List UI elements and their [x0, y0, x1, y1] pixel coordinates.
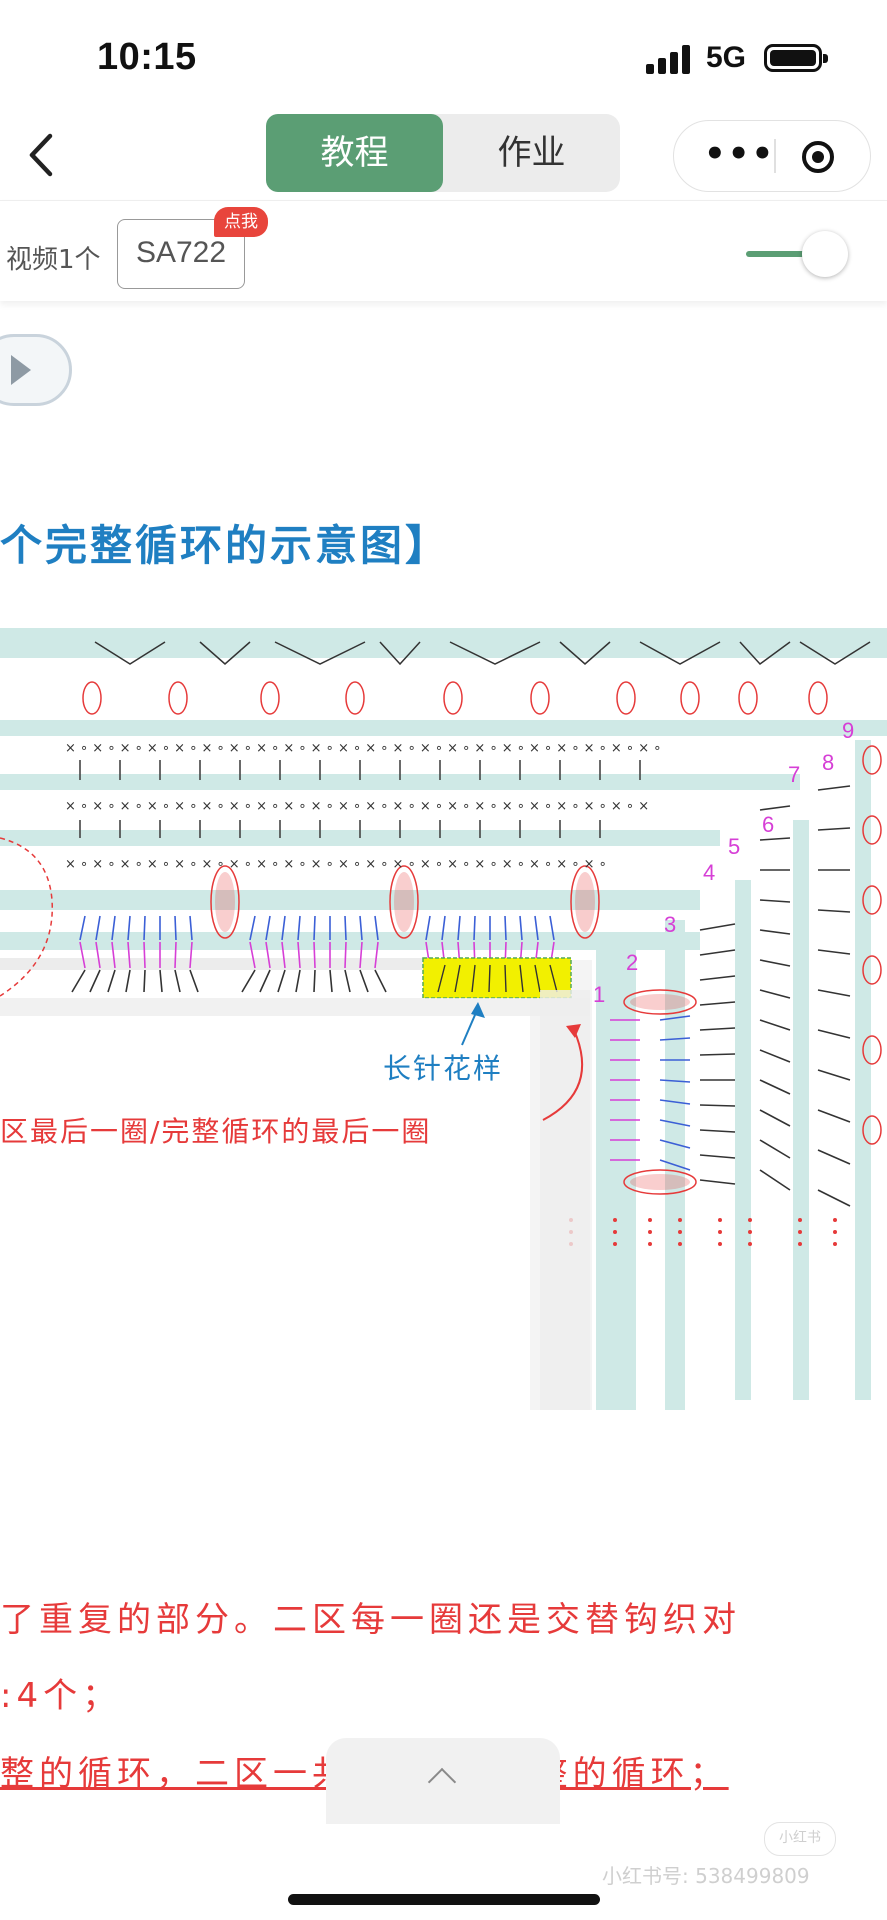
battery-icon — [764, 44, 828, 72]
tap-me-badge: 点我 — [214, 207, 268, 237]
chevron-left-icon — [29, 133, 53, 177]
paragraph-line-2: :4个； — [0, 1676, 122, 1716]
row-number: 2 — [626, 950, 638, 975]
row-number: 4 — [703, 860, 715, 885]
watermark-logo: 小红书 — [764, 1822, 836, 1856]
svg-text:× ∘ × ∘ × ∘ × ∘ × ∘ × ∘ × ∘ ×: × ∘ × ∘ × ∘ × ∘ × ∘ × ∘ × ∘ × ∘ × ∘ × ∘ … — [65, 799, 649, 814]
row-number: 1 — [593, 982, 605, 1007]
video-toolbar: 视频1个 SA722 点我 — [0, 200, 887, 301]
status-bar: 10:15 5G — [0, 0, 887, 110]
tab-tutorial[interactable]: 教程 — [266, 114, 443, 192]
row-number: 7 — [788, 762, 800, 787]
row-number: 9 — [842, 718, 854, 743]
network-type: 5G — [706, 41, 747, 74]
toggle-switch[interactable] — [802, 231, 848, 277]
row-number: 5 — [728, 834, 740, 859]
long-stitch-label: 长针花样 — [383, 1052, 504, 1085]
row-number: 6 — [762, 812, 774, 837]
crochet-chart: × × ∘ × ∘ × ∘ × ∘ × ∘ × ∘ × ∘ × ∘ × ∘ × … — [0, 628, 887, 1410]
target-icon[interactable] — [802, 141, 834, 173]
segmented-tabs: 教程 作业 — [266, 114, 620, 192]
more-dots-icon[interactable]: ••• — [704, 134, 776, 174]
status-time: 10:15 — [97, 36, 197, 78]
signal-icon — [646, 44, 694, 74]
svg-text:× ∘ × ∘ × ∘ × ∘ × ∘ × ∘ × ∘ ×: × ∘ × ∘ × ∘ × ∘ × ∘ × ∘ × ∘ × ∘ × ∘ × ∘ … — [65, 857, 607, 872]
expand-button[interactable] — [326, 1738, 560, 1824]
row-number: 3 — [664, 912, 676, 937]
home-indicator[interactable] — [288, 1894, 600, 1905]
nav-bar: 教程 作业 ••• — [0, 110, 887, 200]
svg-text:× ∘ × ∘ × ∘ × ∘ × ∘ × ∘ × ∘ ×: × ∘ × ∘ × ∘ × ∘ × ∘ × ∘ × ∘ × ∘ × ∘ × ∘ … — [65, 741, 661, 756]
last-round-label: 区最后一圈/完整循环的最后一圈 — [0, 1115, 432, 1148]
play-icon[interactable] — [0, 334, 72, 406]
capsule-divider — [774, 139, 776, 173]
toggle-track[interactable] — [746, 251, 816, 257]
tab-homework[interactable]: 作业 — [497, 133, 566, 173]
section-title: 个完整循环的示意图】 — [0, 521, 451, 570]
row-number: 8 — [822, 750, 834, 775]
watermark-text: 小红书号: 538499809 — [602, 1864, 810, 1888]
paragraph-line-1: 了重复的部分。二区每一圈还是交替钩织对 — [0, 1600, 741, 1640]
code-button[interactable]: SA722 — [117, 219, 245, 289]
back-button[interactable] — [22, 130, 72, 180]
video-count: 视频1个 — [6, 245, 101, 275]
mini-program-capsule: ••• — [673, 120, 871, 192]
